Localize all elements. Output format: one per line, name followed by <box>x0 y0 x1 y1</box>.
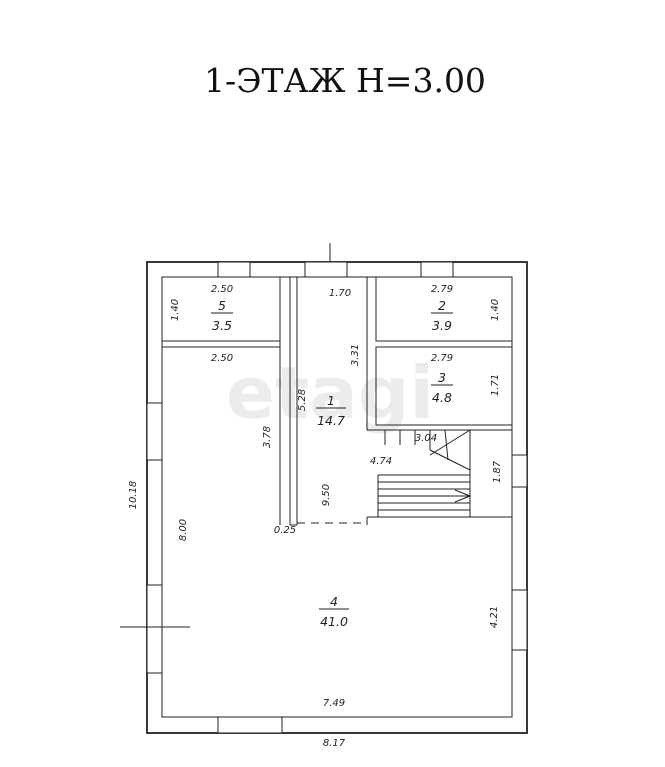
room-3-label: 3 4.8 <box>431 370 453 405</box>
room-4-label: 4 41.0 <box>319 594 349 629</box>
svg-text:5: 5 <box>218 298 226 313</box>
dim-partition: 0.25 <box>274 525 296 536</box>
dim-room5-height: 1.40 <box>170 299 181 321</box>
dim-corridor-width: 1.70 <box>329 288 351 299</box>
dim-total-left: 10.18 <box>128 481 139 510</box>
room-1-label: 1 14.7 <box>316 393 346 428</box>
dim-room1-inner: 5.28 <box>297 389 308 411</box>
watermark: etagi <box>226 351 434 435</box>
svg-text:1: 1 <box>327 393 335 408</box>
entry-door <box>304 261 348 278</box>
svg-text:4: 4 <box>330 594 338 609</box>
dim-stair-width: 4.74 <box>370 456 392 467</box>
room-2-label: 2 3.9 <box>431 298 453 333</box>
svg-text:2: 2 <box>438 298 446 313</box>
window-bottom <box>217 716 283 734</box>
window-left-upper <box>146 402 163 461</box>
room-5-label: 5 3.5 <box>211 298 233 333</box>
svg-text:4.8: 4.8 <box>432 390 452 405</box>
svg-text:3: 3 <box>438 370 446 385</box>
dim-center: 9.50 <box>321 484 332 506</box>
dim-stair-right: 1.87 <box>492 460 503 483</box>
window-room5 <box>217 261 251 278</box>
window-left-lower <box>146 584 163 674</box>
dim-room2-width: 2.79 <box>431 284 453 295</box>
room-3-outline <box>375 346 513 426</box>
svg-text:14.7: 14.7 <box>317 413 345 428</box>
dim-room1-left-width: 2.50 <box>211 353 233 364</box>
dim-wall-left: 3.78 <box>262 426 273 448</box>
window-right <box>511 589 528 651</box>
svg-text:3.5: 3.5 <box>212 318 232 333</box>
dim-room1-side: 3.31 <box>350 344 361 366</box>
dim-room4-right: 4.21 <box>489 606 500 628</box>
dim-inner-width: 7.49 <box>323 698 345 709</box>
dim-stair: 3.04 <box>415 433 437 444</box>
dim-outer-width: 8.17 <box>323 738 346 749</box>
svg-text:41.0: 41.0 <box>320 614 348 629</box>
dim-room5-width: 2.50 <box>211 284 233 295</box>
dim-room3-height: 1.71 <box>490 374 501 396</box>
svg-text:3.9: 3.9 <box>432 318 452 333</box>
dim-room2-height: 1.40 <box>490 299 501 321</box>
stair-treads <box>377 429 472 517</box>
inner-wall-outline <box>161 276 513 718</box>
window-stair <box>511 454 528 488</box>
floor-title: 1-ЭТАЖ Н=3.00 <box>204 61 486 100</box>
dim-room3-width: 2.79 <box>431 353 453 364</box>
dim-room4-height: 8.00 <box>178 519 189 541</box>
window-room2 <box>420 261 454 278</box>
